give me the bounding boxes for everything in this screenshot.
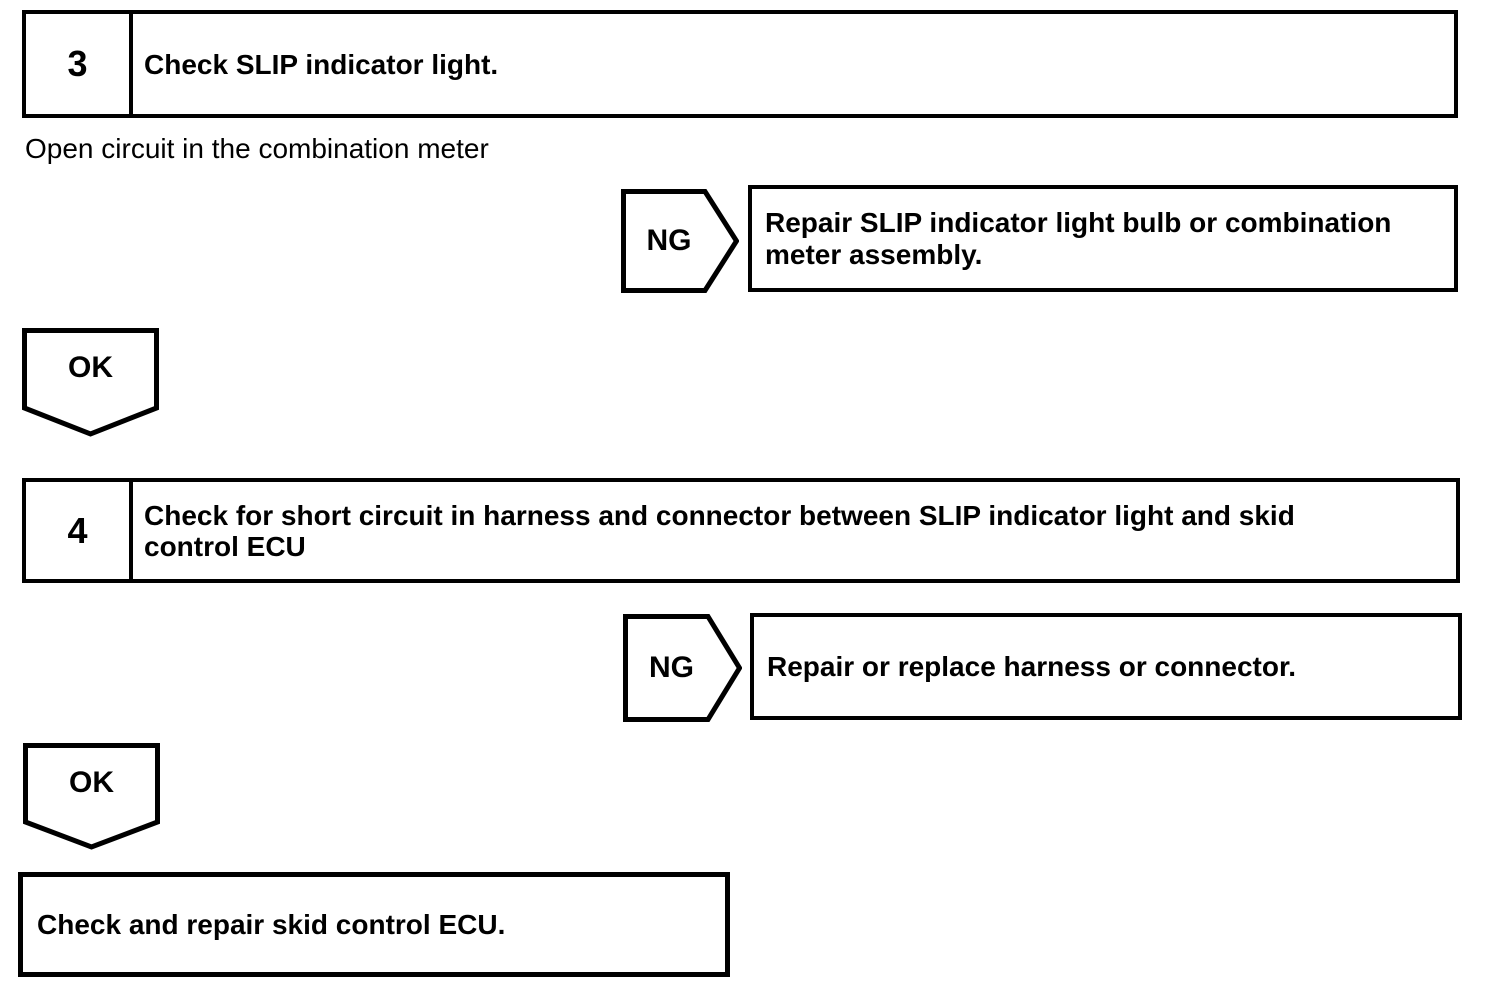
ok-arrow-icon-2: OK — [23, 743, 160, 850]
ng-arrow-icon-2: NG — [623, 614, 742, 722]
ok-label-1: OK — [68, 351, 113, 384]
step-3-result-note: Open circuit in the combination meter — [25, 133, 489, 164]
ng-label-2: NG — [649, 651, 694, 684]
ng-pentagon-icon — [623, 614, 742, 722]
ok-pentagon-icon — [23, 743, 160, 850]
ng-action-2-box: Repair or replace harness or connector. — [750, 613, 1462, 720]
ng-action-1-text: Repair SLIP indicator light bulb or comb… — [765, 206, 1392, 270]
ng-label-1: NG — [646, 224, 692, 257]
ng-pentagon-icon — [621, 189, 739, 293]
ng-action-2-text: Repair or replace harness or connector. — [767, 650, 1297, 682]
step-4-title: Check for short circuit in harness and c… — [144, 499, 1295, 562]
ok-pentagon-icon — [22, 328, 159, 437]
step-4-box: 4 Check for short circuit in harness and… — [22, 478, 1460, 583]
ok-label-2: OK — [69, 765, 114, 799]
step-4-number: 4 — [26, 482, 133, 579]
final-action-box: Check and repair skid control ECU. — [18, 872, 730, 977]
ng-arrow-icon-1: NG — [621, 189, 739, 293]
ok-arrow-icon-1: OK — [22, 328, 159, 437]
step-3-number: 3 — [26, 14, 133, 114]
ng-action-1-box: Repair SLIP indicator light bulb or comb… — [748, 185, 1458, 292]
step-3-box: 3 Check SLIP indicator light. — [22, 10, 1458, 118]
step-3-title: Check SLIP indicator light. — [144, 48, 499, 80]
final-action-text: Check and repair skid control ECU. — [37, 908, 506, 940]
